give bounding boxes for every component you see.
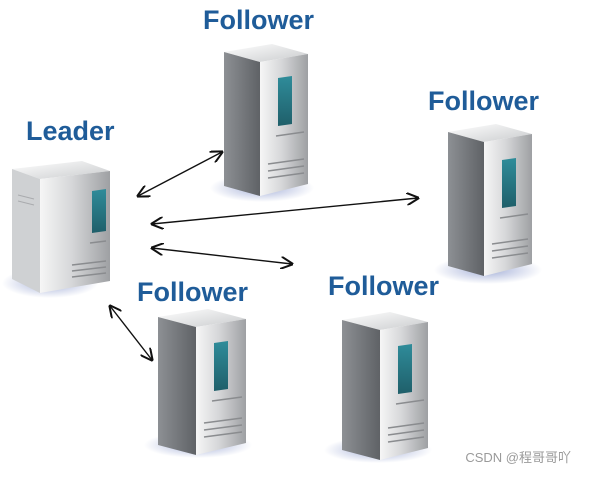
follower-3-label: Follower	[137, 277, 249, 307]
follower-1-label: Follower	[203, 5, 315, 35]
follower-2-label: Follower	[428, 86, 540, 116]
leader-server-icon	[2, 161, 110, 298]
arrow-leader-follower-1	[138, 152, 222, 196]
arrow-leader-follower-4	[152, 248, 292, 264]
watermark-text: CSDN @程哥哥吖	[465, 450, 571, 465]
arrow-leader-follower-3	[110, 306, 152, 360]
leader-label: Leader	[26, 116, 115, 146]
follower-4-label: Follower	[328, 271, 440, 301]
arrow-leader-follower-2	[152, 198, 418, 224]
follower-4-server-icon	[324, 312, 432, 463]
follower-1-server-icon	[210, 44, 314, 202]
follower-3-server-icon	[144, 309, 252, 458]
follower-2-server-icon	[434, 124, 542, 284]
